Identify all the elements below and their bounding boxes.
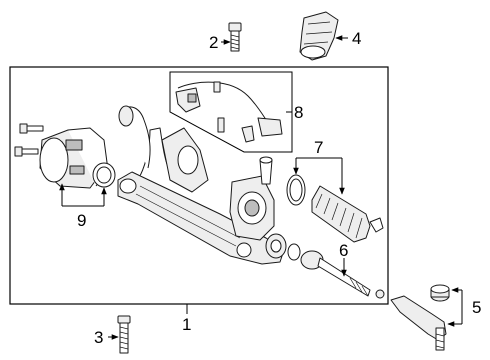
- boot-7-drawing: [286, 174, 384, 243]
- callout-8: 8: [294, 103, 303, 122]
- callout-4: 4: [352, 29, 361, 48]
- tie-rod-6-drawing: [287, 243, 385, 299]
- motor-9-drawing: [14, 123, 116, 189]
- dust-boot-4-drawing: [299, 11, 339, 61]
- callout-6: 6: [339, 241, 348, 260]
- leader-lines: [59, 35, 463, 340]
- assembly-frame: [9, 66, 389, 305]
- callout-3: 3: [94, 328, 103, 347]
- bolt-3-drawing: [117, 315, 131, 354]
- tie-rod-end-5-drawing: [390, 284, 450, 351]
- callout-1: 1: [182, 315, 191, 334]
- callout-5: 5: [472, 298, 481, 317]
- wiring-harness-frame: [169, 71, 293, 153]
- harness-8-drawing: [175, 81, 283, 143]
- rack-housing-drawing: [117, 105, 287, 265]
- callout-7: 7: [314, 138, 323, 157]
- callout-2: 2: [209, 33, 218, 52]
- bolt-2-drawing: [228, 22, 242, 52]
- callout-9: 9: [77, 211, 86, 230]
